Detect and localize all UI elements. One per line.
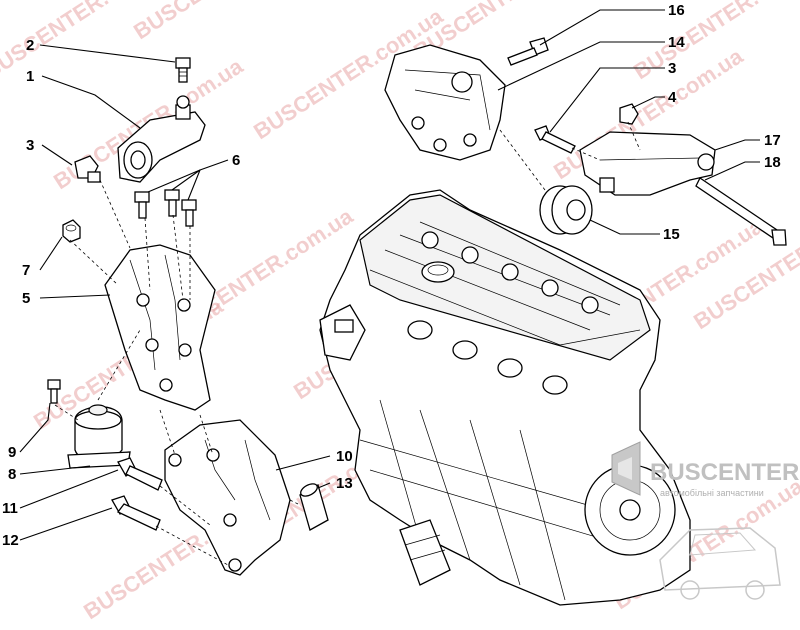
- callout-3: 3: [26, 137, 34, 154]
- part-2-bolt: [175, 57, 191, 83]
- part-11-bolt: [117, 457, 163, 491]
- callout-3: 3: [668, 60, 676, 77]
- part-12-bolt: [111, 495, 161, 531]
- part-5-bracket: [104, 244, 216, 411]
- part-8-rubber-mount: [67, 404, 131, 469]
- callout-10: 10: [336, 448, 353, 465]
- engine-block: [319, 189, 691, 606]
- part-6-bolts: [134, 189, 197, 227]
- logo-mark-icon: [618, 457, 632, 480]
- part-17-mount-bracket: [579, 131, 716, 196]
- oil-filter: [399, 519, 451, 586]
- camshaft-row: [421, 231, 599, 314]
- callout-6: 6: [232, 152, 240, 169]
- callout-labels: 2 1 3 6 7 5 9 8 11 12 10 13 16 14 3 4 15…: [2, 2, 781, 549]
- part-10-lower-bracket: [164, 419, 291, 576]
- logo-tagline: автомобільні запчастини: [660, 488, 764, 498]
- callout-11: 11: [2, 500, 18, 517]
- part-4-nut: [619, 103, 639, 125]
- part-18-long-bolt: [695, 177, 787, 246]
- intake-ports: [407, 320, 568, 395]
- watermark-text: BUSCENTER.com.ua: [129, 0, 328, 44]
- logo-name: BUSCENTER: [650, 459, 799, 486]
- callout-7: 7: [22, 262, 30, 279]
- leader-lines: [19, 9, 760, 566]
- part-7-nut: [62, 219, 81, 243]
- part-3-bolt-right: [534, 125, 576, 154]
- buscenter-logo: BUSCENTER автомобільні запчастини: [611, 441, 799, 600]
- callout-16: 16: [668, 2, 685, 19]
- part-9-stud: [47, 379, 61, 404]
- callout-1: 1: [26, 68, 34, 85]
- part-13-sleeve: [299, 483, 329, 531]
- van-silhouette: [659, 527, 781, 591]
- part-14-upper-bracket: [384, 44, 506, 161]
- callout-12: 12: [2, 532, 19, 549]
- callout-2: 2: [26, 37, 34, 54]
- callout-18: 18: [764, 154, 781, 171]
- part-16-bolt: [507, 37, 549, 66]
- callout-13: 13: [336, 475, 353, 492]
- part-1-torque-rod: [117, 95, 206, 183]
- callout-17: 17: [764, 132, 781, 149]
- callout-4: 4: [668, 89, 677, 106]
- callout-9: 9: [8, 444, 16, 461]
- callout-8: 8: [8, 466, 16, 483]
- callout-15: 15: [663, 226, 680, 243]
- callout-5: 5: [22, 290, 30, 307]
- callout-14: 14: [668, 34, 685, 51]
- part-15-idler-pulley: [539, 185, 593, 235]
- part-3-bolt-left: [74, 155, 101, 183]
